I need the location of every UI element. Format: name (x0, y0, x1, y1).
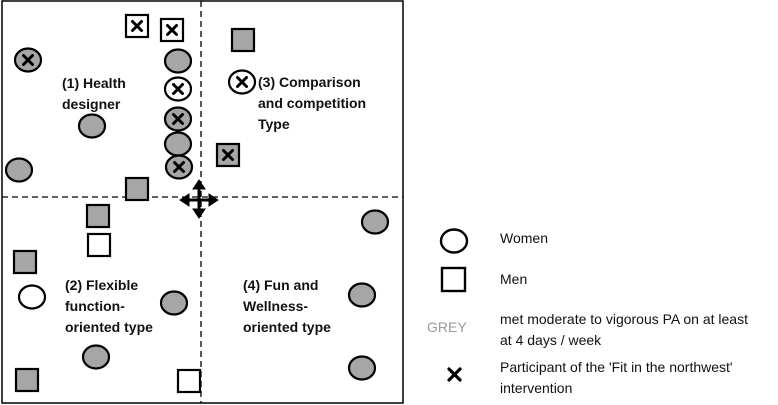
legend-participant-x-icon (447, 367, 462, 382)
legend-line: met moderate to vigorous PA on at least (500, 311, 748, 327)
legend-line: at 4 days / week (500, 332, 602, 348)
legend-women-circle-icon (439, 228, 469, 254)
participant-x-icon (222, 149, 234, 161)
women-marker (360, 209, 390, 235)
legend-women-label: Women (500, 230, 548, 246)
women-marker (81, 344, 111, 370)
women-marker (163, 131, 193, 157)
men-marker (86, 232, 112, 258)
quadrant-label-flexible-function: (2) Flexible function- oriented type (65, 277, 153, 335)
legend-participant-description: Participant of the 'Fit in the northwest… (500, 359, 736, 396)
women-marker (159, 290, 189, 316)
participant-markers (4, 13, 390, 394)
legend: Women Men GREY met moderate to vigorous … (427, 228, 752, 396)
quadrant-label-line: function- (65, 298, 125, 314)
participant-x-icon (166, 24, 178, 36)
men-marker (124, 176, 150, 202)
move-arrows-icon (179, 179, 219, 219)
legend-line: Participant of the 'Fit in the northwest… (500, 359, 733, 375)
diagram-frame (1, 0, 404, 404)
quadrant-label-comparison-competition: (3) Comparison and competition Type (258, 74, 370, 132)
legend-grey-key: GREY (427, 319, 467, 335)
men-marker (14, 367, 40, 393)
quadrant-label-line: designer (62, 96, 121, 112)
participant-x-icon (22, 54, 34, 66)
quadrant-label-line: Wellness- (243, 298, 308, 314)
men-marker (176, 368, 202, 394)
men-marker (85, 203, 111, 229)
quadrant-label-fun-wellness: (4) Fun and Wellness- oriented type (243, 277, 331, 335)
quadrant-label-health-designer: (1) Health designer (62, 75, 130, 112)
legend-grey-description: met moderate to vigorous PA on at least … (500, 311, 752, 348)
quadrant-label-line: oriented type (243, 319, 331, 335)
participant-x-icon (173, 161, 185, 173)
legend-men-square-icon (440, 266, 467, 293)
women-marker (347, 282, 377, 308)
participant-x-icon (131, 20, 143, 32)
legend-line: intervention (500, 380, 572, 396)
quadrant-label-line: (2) Flexible (65, 277, 138, 293)
women-marker (347, 355, 377, 381)
quadrant-label-line: oriented type (65, 319, 153, 335)
legend-men-label: Men (500, 271, 527, 287)
quadrant-label-line: (1) Health (62, 75, 126, 91)
quadrant-label-line: (4) Fun and (243, 277, 318, 293)
participant-x-icon (172, 113, 184, 125)
men-marker (12, 249, 38, 275)
women-marker (163, 48, 193, 74)
quadrant-label-line: and competition (258, 95, 366, 111)
women-marker (17, 284, 47, 310)
men-marker (230, 27, 256, 53)
women-marker (77, 113, 107, 139)
participant-x-icon (236, 76, 248, 88)
quadrant-label-line: (3) Comparison (258, 74, 361, 90)
women-marker (4, 157, 34, 183)
participant-x-icon (172, 83, 184, 95)
quadrant-label-line: Type (258, 116, 290, 132)
